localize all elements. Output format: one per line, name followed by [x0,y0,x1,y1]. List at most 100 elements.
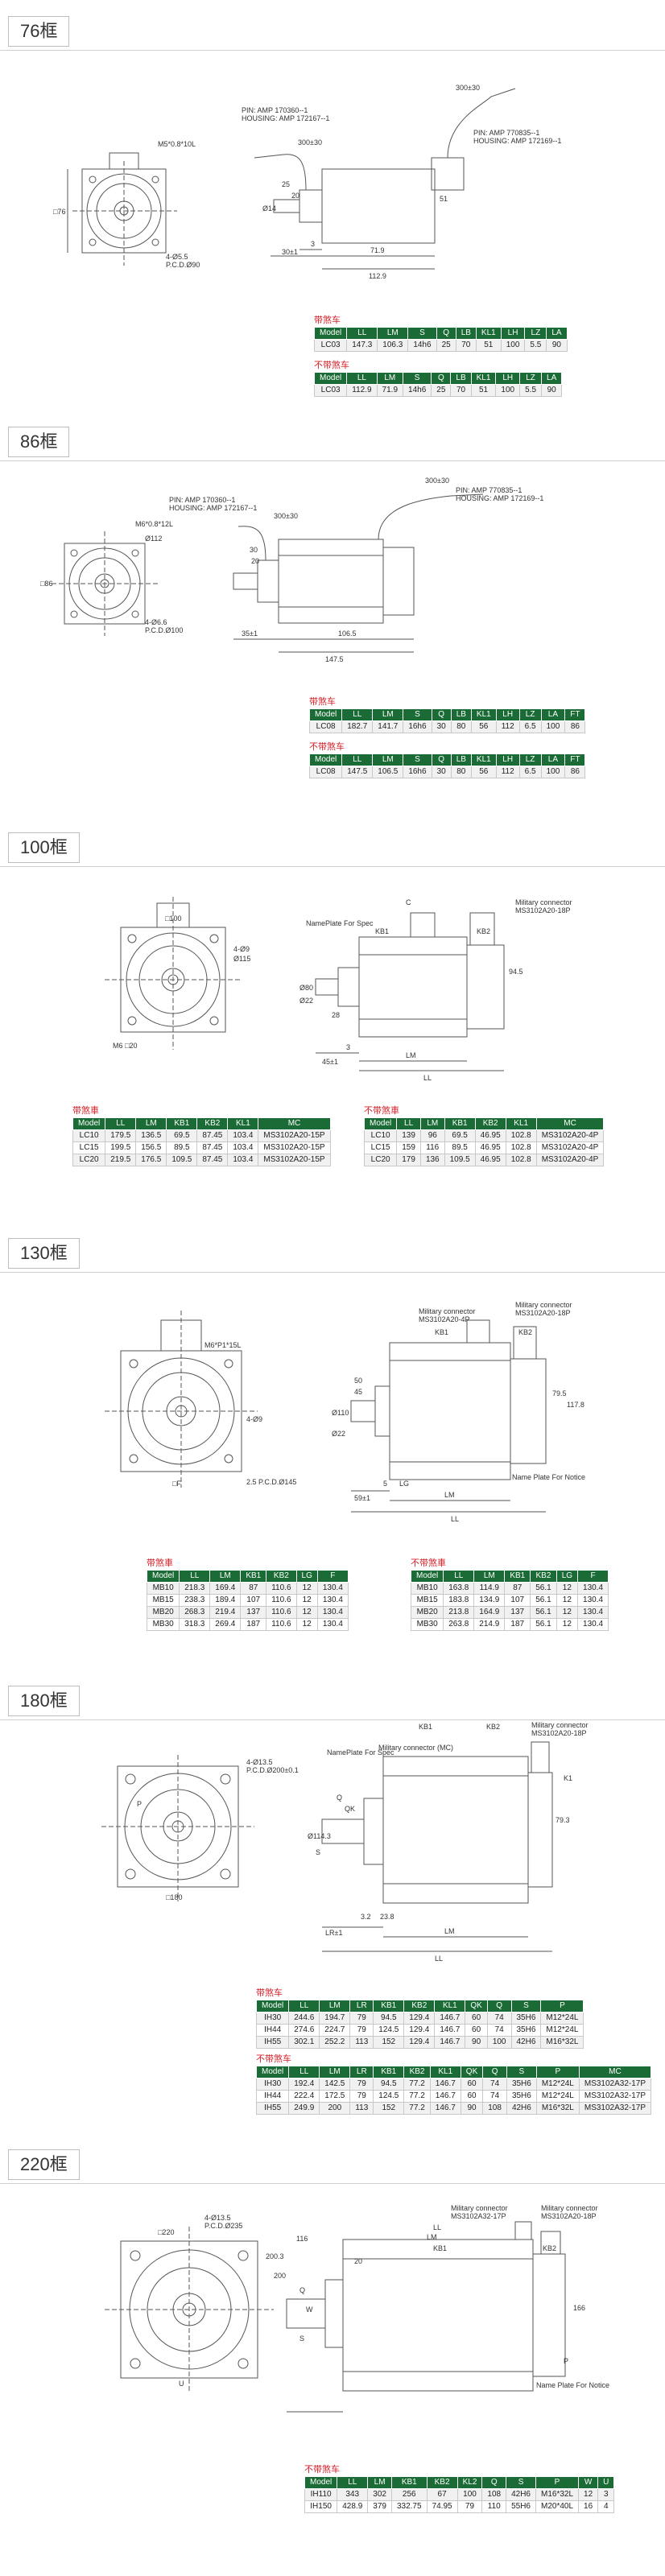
table-cell: 130.4 [577,1618,609,1631]
label-76-14: Ø14 [262,204,276,213]
table-cell: 163.8 [443,1582,475,1595]
table-100-nobrake-title: 不带煞車 [364,1106,399,1116]
table-cell: 428.9 [337,2500,369,2513]
section-title-130: 130框 [8,1238,80,1269]
label-100-22: Ø22 [299,997,313,1005]
label-130-pcd: 2.5 P.C.D.Ø145 [246,1478,296,1486]
table-cell: 56.1 [530,1582,557,1595]
table-cell: 318.3 [179,1618,211,1631]
table-header-cell: S [510,2000,542,2013]
table-cell: 80 [450,720,472,733]
label-180-p: P [137,1800,142,1808]
label-76-pin-left: PIN: AMP 170360--1 [242,106,308,114]
table-cell: 12 [556,1594,579,1607]
label-220-nameplate: Name Plate For Notice [536,2381,609,2389]
table-cell: 219.5 [105,1154,137,1166]
table-180-nobrake-title: 不带煞车 [256,2054,291,2064]
table-cell: 3 [597,2488,615,2501]
table-header-cell: KB1 [504,1570,531,1583]
table-cell: IH150 [304,2500,338,2513]
table-cell: MB30 [146,1618,180,1631]
label-86-ll: 147.5 [325,655,344,663]
table-header-cell: KB1 [373,2066,405,2079]
label-100-28: 28 [332,1011,340,1019]
table-cell: 55H6 [506,2500,536,2513]
label-130-59: 59±1 [354,1494,370,1502]
table-header-cell: KB1 [373,2000,405,2013]
table-header-cell: LL [341,708,374,721]
table-cell: 249.9 [288,2102,320,2115]
table-cell: 70 [450,384,472,397]
table-cell: MS3102A32-17P [578,2090,652,2103]
table-cell: 100 [456,2488,483,2501]
table-86-nobrake-title: 不带煞车 [309,742,345,752]
table-cell: 12 [556,1582,579,1595]
label-180-k: K1 [564,1774,572,1782]
table-cell: 124.5 [373,2090,405,2103]
label-100-45: 45±1 [322,1058,338,1066]
table-cell: 42H6 [506,2488,536,2501]
label-86-20: 20 [251,557,259,565]
label-100-ll: LL [423,1074,432,1082]
table-header-cell: LA [540,708,566,721]
label-180-lm: LM [444,1927,455,1935]
table-cell: 182.7 [341,720,374,733]
label-130-mil-a-part: MS3102A20-4P [419,1315,470,1323]
table-cell: LC20 [363,1154,398,1166]
table-header-cell: LB [455,327,477,340]
table-cell: 100 [486,2036,512,2049]
table-cell: 94.5 [373,2078,405,2091]
table-cell: 16h6 [403,720,432,733]
section-title-180: 180框 [8,1686,80,1716]
table-cell: 187 [504,1618,531,1631]
table-cell: 35H6 [510,2012,542,2025]
table-header-cell: LA [546,327,568,340]
label-130-sq: □F [172,1480,181,1488]
table-cell: 130.4 [316,1594,349,1607]
table-header-cell: Q [486,2000,512,2013]
table-cell: 12 [295,1606,318,1619]
table-cell: 87.45 [196,1154,229,1166]
table-header-cell: LB [450,753,472,766]
label-130-50: 50 [354,1377,362,1385]
table-cell: 130.4 [316,1606,349,1619]
label-130-nameplate: Name Plate For Notice [512,1473,585,1481]
label-76-lm: 71.9 [370,246,385,254]
table-cell: 87.45 [196,1129,229,1142]
table-cell: 200 [319,2102,351,2115]
table-cell: 156.5 [135,1141,167,1154]
label-100-mil-part: MS3102A20-18P [515,906,571,914]
table-cell: LC10 [72,1129,106,1142]
label-130-22: Ø22 [332,1430,345,1438]
table-cell: IH55 [255,2036,290,2049]
table-header-cell: LM [372,708,404,721]
table-header-cell: LB [450,708,472,721]
table-header-cell: LM [377,327,409,340]
table-cell: 147.5 [341,766,374,778]
section-180: 180框 4-Ø13.5 P.C.D.Ø200±0.1 □180 P Mil [0,1678,665,2120]
table-header-cell: KB1 [444,1117,476,1130]
table-header-cell: S [407,327,437,340]
table-header-cell: MC [535,1117,605,1130]
table-header-cell: Q [431,708,452,721]
table-cell: 110.6 [266,1582,297,1595]
label-100-mil: Military connector [515,898,572,906]
table-cell: 192.4 [288,2078,320,2091]
table-header-cell: KL1 [470,372,497,385]
table-cell: 74 [486,2024,512,2037]
table-header-cell: LA [541,372,563,385]
table-header-cell: Q [482,2066,507,2079]
table-cell: 102.8 [505,1141,537,1154]
